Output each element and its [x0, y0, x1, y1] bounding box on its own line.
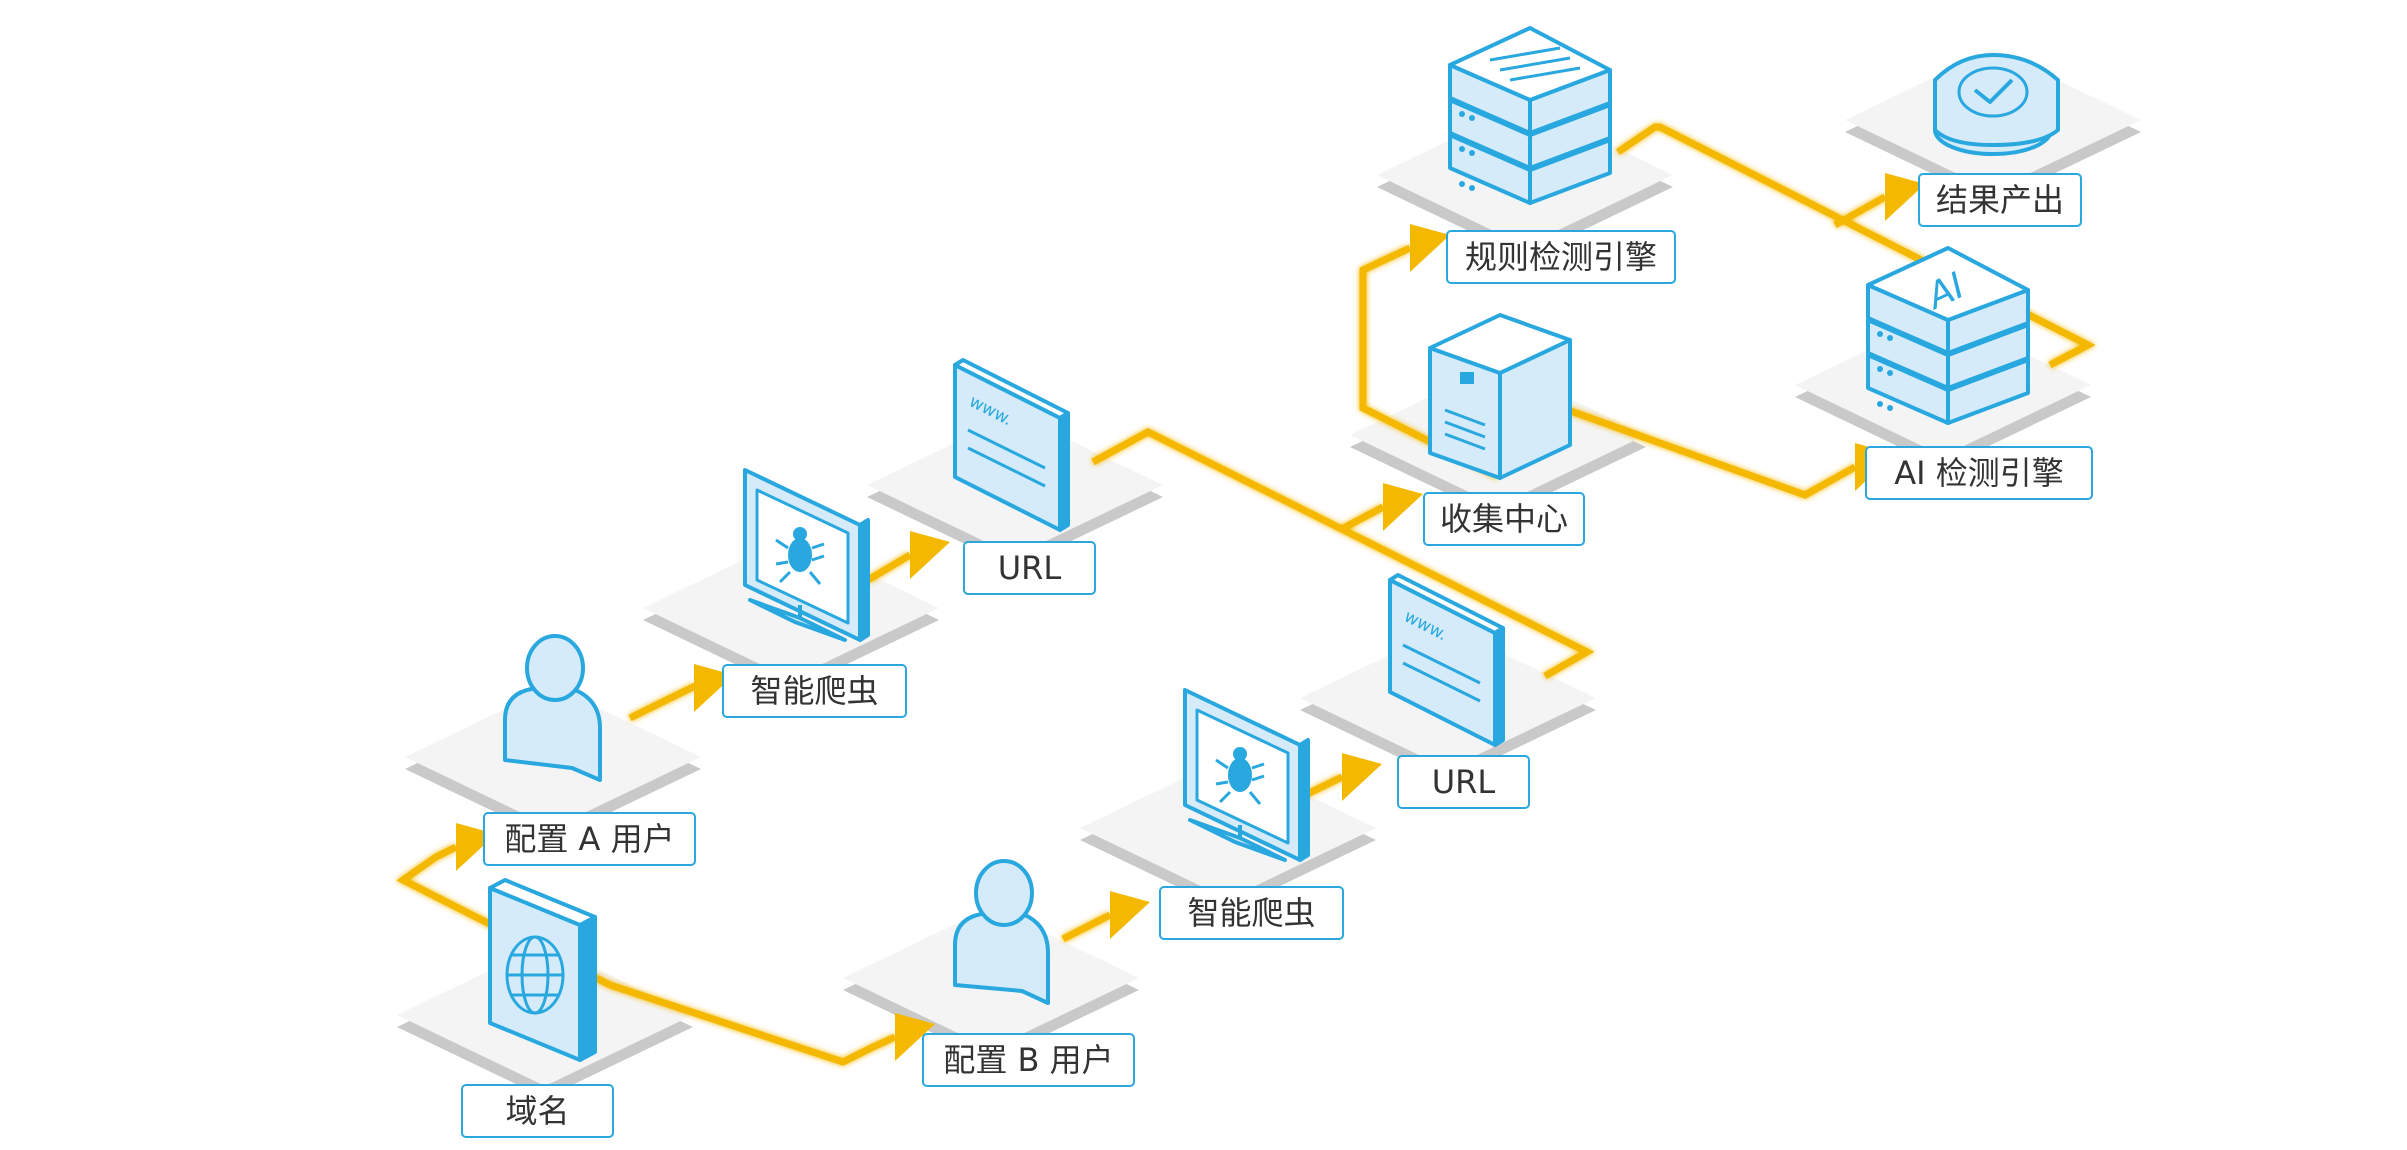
arrow-head [910, 531, 950, 579]
arrow-head [1110, 891, 1150, 939]
node-label-crawler-a: 智能爬虫 [722, 664, 907, 718]
node-label-ai-engine: AI 检测引擎 [1865, 446, 2093, 500]
node-label-url-a: URL [963, 541, 1096, 595]
flow-line-crawler-a-to-url-a [866, 551, 912, 584]
node-label-rule-engine: 规则检测引擎 [1446, 230, 1676, 284]
flow-line-to-collect [1338, 503, 1385, 534]
arrow-head [1342, 753, 1382, 801]
flow-line-rule-engine-to-result [1616, 123, 2096, 369]
arrow-head [895, 1013, 935, 1061]
server-stack-icon [1448, 26, 1612, 205]
web-page-icon: www. [1388, 573, 1505, 747]
node-label-domain: 域名 [461, 1084, 614, 1138]
arrow-head [1383, 483, 1423, 531]
shield-check-icon [1933, 53, 2060, 156]
flow-line-domain-to-user-b [608, 981, 897, 1066]
user-icon [953, 859, 1050, 1005]
flow-line-user-a-to-crawler-a [628, 682, 697, 722]
bug-monitor-icon [743, 468, 870, 642]
arrow-head [1410, 224, 1450, 272]
ai-server-stack-icon: AI [1866, 246, 2030, 425]
web-page-icon: www. [953, 358, 1070, 532]
node-label-user-a: 配置 A 用户 [483, 812, 696, 866]
bug-monitor-icon [1183, 688, 1310, 862]
arrow-head [1885, 173, 1925, 221]
platforms [397, 49, 2141, 1098]
flow-line-user-b-to-crawler-b [1061, 911, 1112, 943]
flow-line-collect-to-ai-engine [1538, 396, 1857, 499]
node-label-result: 结果产出 [1918, 173, 2082, 227]
node-label-url-b: URL [1397, 755, 1530, 809]
user-icon [503, 634, 602, 782]
node-label-collect: 收集中心 [1423, 492, 1585, 546]
globe-card-icon [488, 878, 597, 1062]
flow-line-url-a-to-url-b [1091, 428, 1595, 680]
node-label-user-b: 配置 B 用户 [922, 1033, 1135, 1087]
server-tower-icon [1428, 313, 1572, 480]
flow-line-to-result [1833, 193, 1887, 229]
node-label-crawler-b: 智能爬虫 [1159, 886, 1344, 940]
